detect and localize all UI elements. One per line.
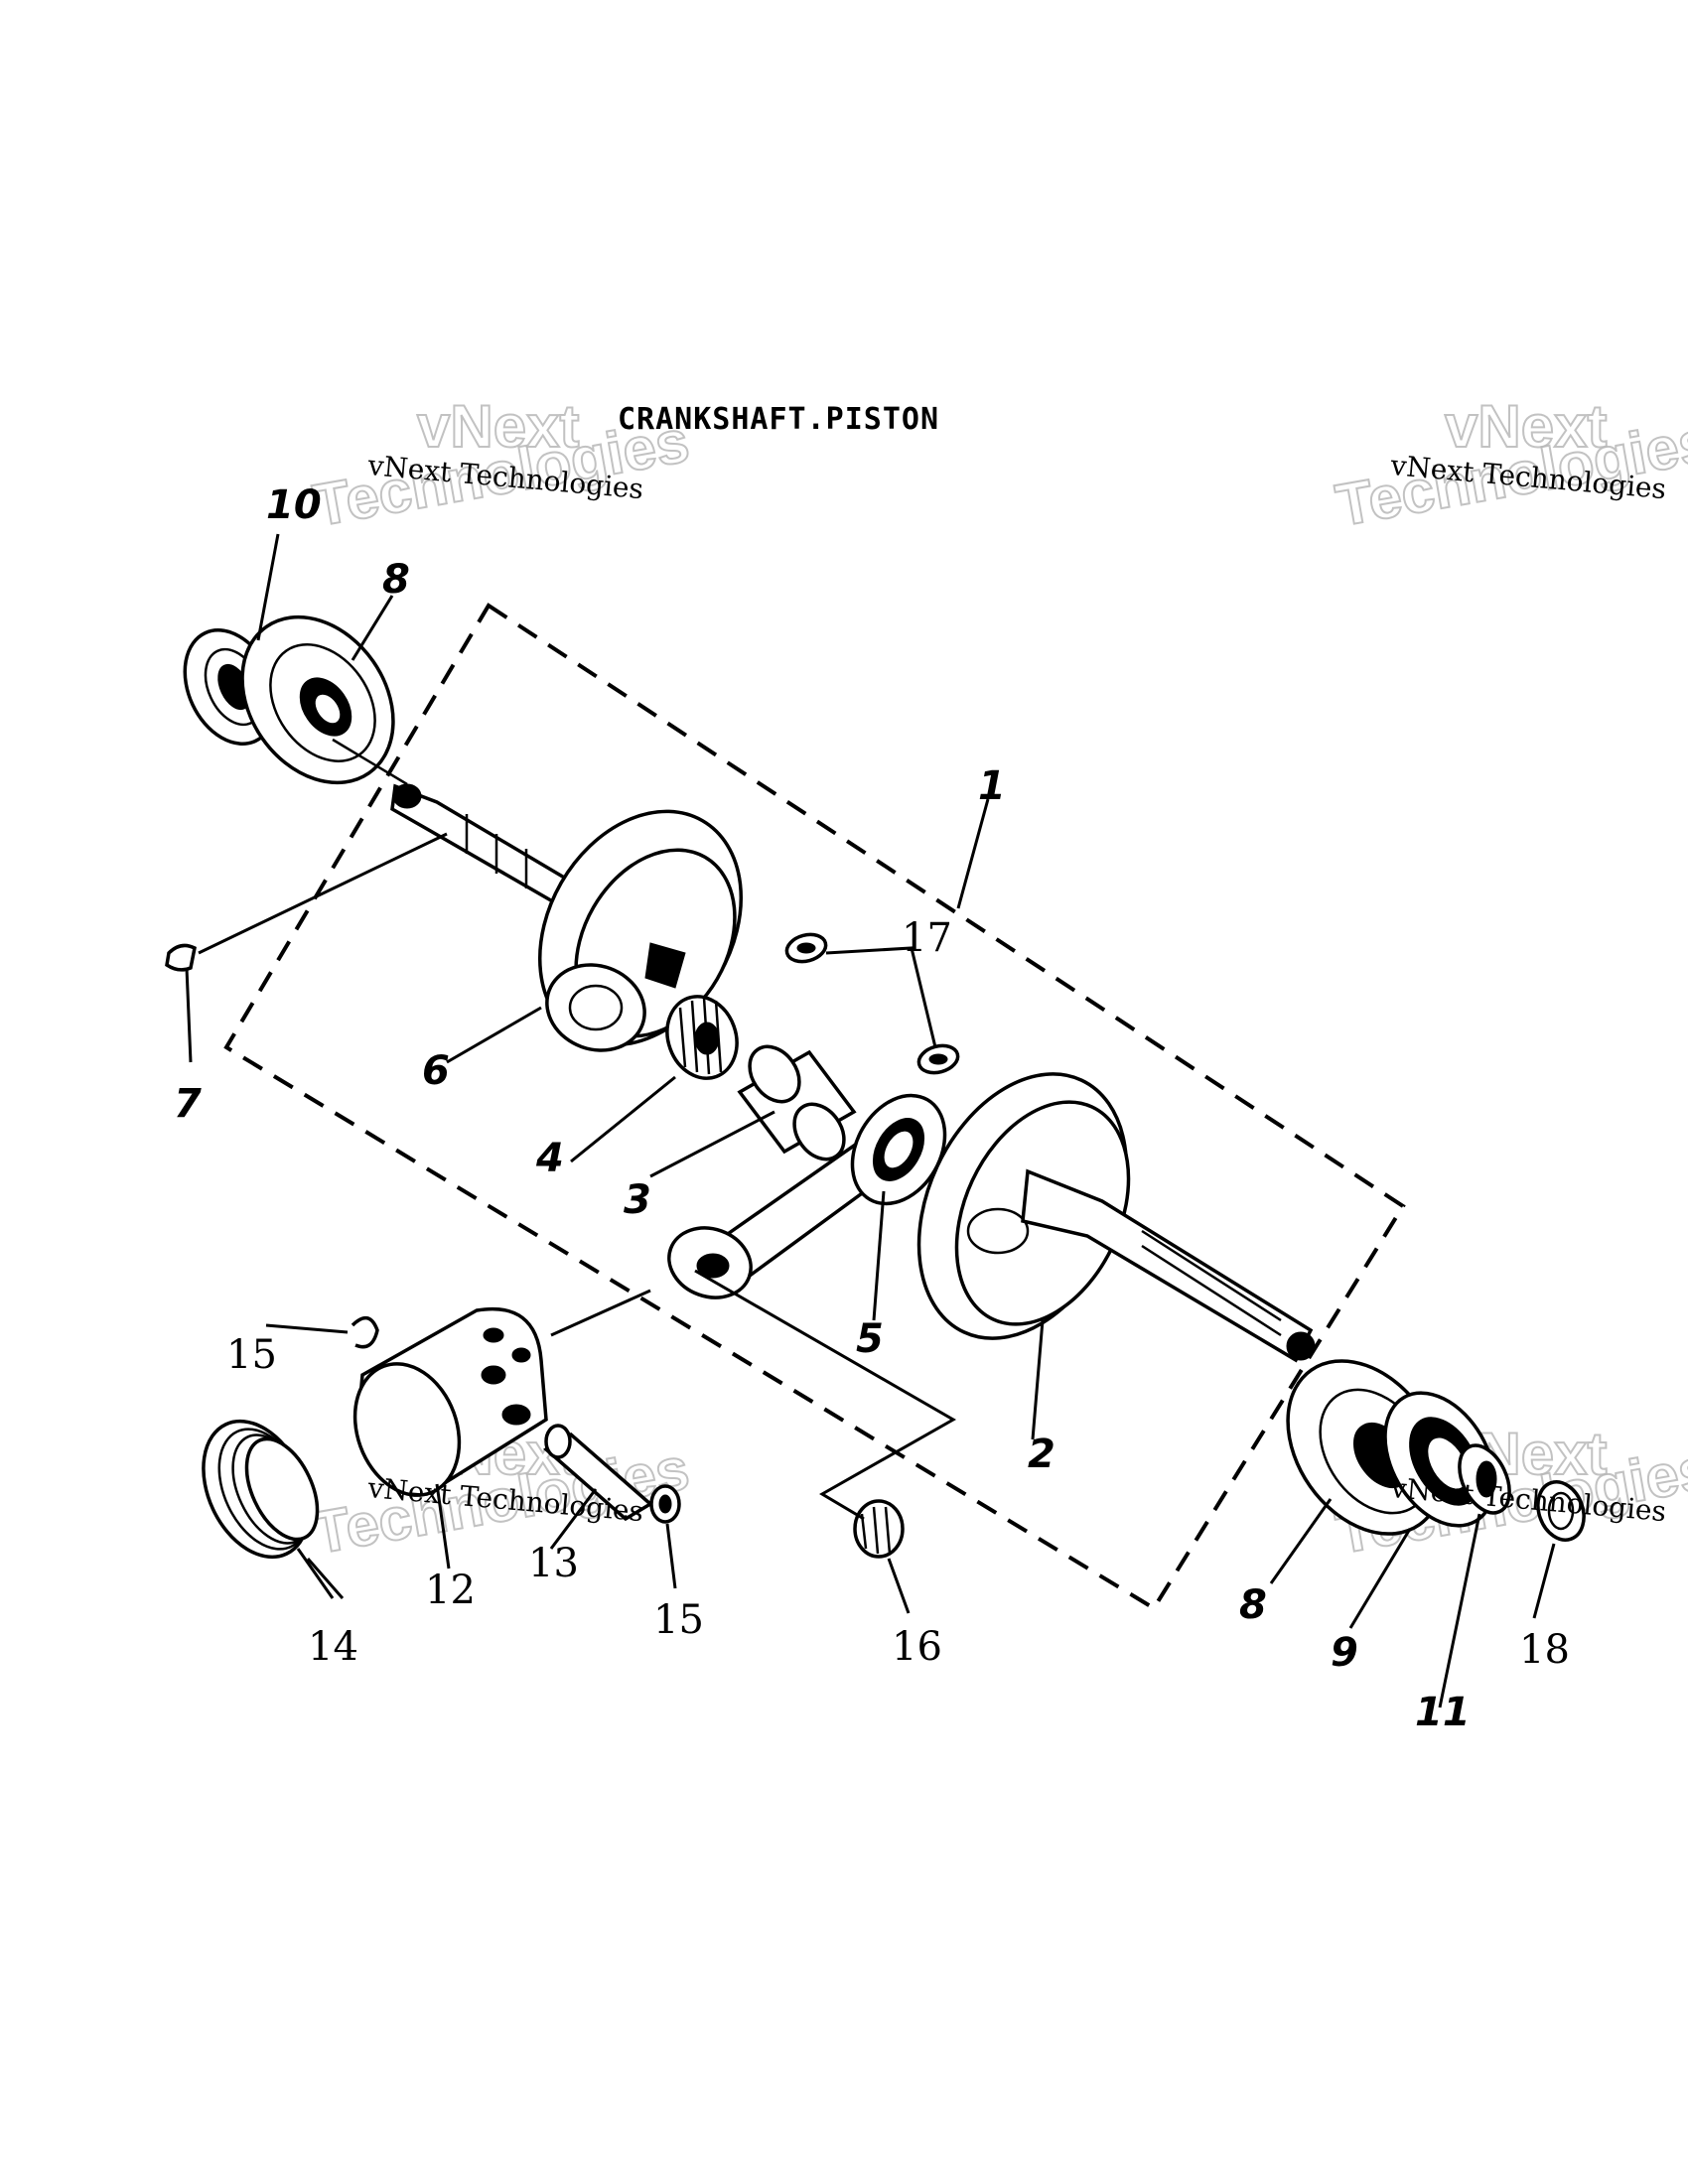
callout-17: 17 <box>902 915 952 961</box>
callout-15-lower: 15 <box>653 1597 704 1643</box>
callout-1: 1 <box>978 763 1006 809</box>
callout-7: 7 <box>174 1081 202 1127</box>
callout-2: 2 <box>1028 1432 1055 1477</box>
callout-5: 5 <box>856 1316 884 1362</box>
svg-text:vNext: vNext <box>1445 393 1607 460</box>
callout-11: 11 <box>1415 1690 1471 1735</box>
small-end-bearing-part-16 <box>853 1499 905 1559</box>
woodruff-key-part-7 <box>165 943 197 972</box>
callout-15-upper: 15 <box>226 1332 277 1378</box>
bearing-part-8-left <box>240 614 408 786</box>
callout-14: 14 <box>308 1624 358 1670</box>
callout-13: 13 <box>528 1541 579 1586</box>
crank-pin-part-3 <box>737 1044 857 1161</box>
circlip-part-15-upper <box>351 1315 379 1349</box>
callout-10: 10 <box>266 482 322 528</box>
callout-8-right: 8 <box>1239 1582 1267 1628</box>
svg-text:vNext: vNext <box>417 393 579 460</box>
washer-part-18 <box>1536 1480 1586 1542</box>
washer-part-17 <box>784 932 960 1075</box>
needle-bearing-part-4 <box>665 995 739 1080</box>
collar-part-11 <box>1458 1443 1511 1515</box>
crankshaft-left-half-part-6 <box>390 783 744 1052</box>
leader-lines <box>185 533 1556 1708</box>
callout-9: 9 <box>1331 1630 1358 1676</box>
callout-16: 16 <box>892 1624 942 1670</box>
piston-rings-part-14 <box>202 1419 320 1560</box>
callout-18: 18 <box>1519 1627 1570 1673</box>
crankshaft-assembly-boundary <box>223 603 1406 1611</box>
callout-4: 4 <box>535 1136 564 1181</box>
callout-6: 6 <box>422 1048 450 1094</box>
piston-part-12 <box>352 1306 548 1497</box>
callout-3: 3 <box>624 1177 651 1223</box>
diagram-title: CRANKSHAFT.PISTON <box>618 402 939 437</box>
callout-12: 12 <box>425 1568 476 1613</box>
callout-8-left: 8 <box>382 557 410 603</box>
crankshaft-right-half-part-2 <box>916 1072 1316 1363</box>
piston-pin-part-13 <box>543 1424 653 1522</box>
